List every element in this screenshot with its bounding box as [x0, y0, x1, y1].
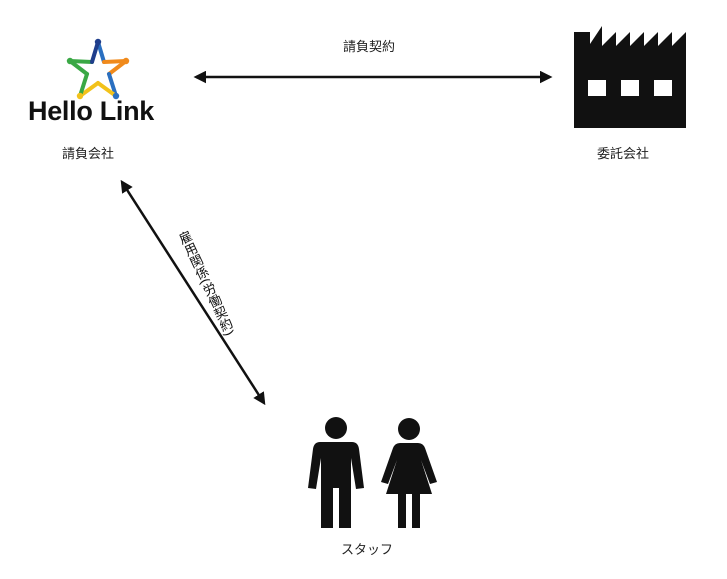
employment-label: 雇用関係(労働契約): [174, 229, 236, 339]
employment-arrow: [120, 179, 266, 406]
client-label: 委託会社: [597, 147, 650, 162]
contractor-label: 請負会社: [62, 147, 115, 162]
factory-icon: [574, 26, 686, 128]
contract-label: 請負契約: [343, 40, 396, 55]
woman-icon: [381, 418, 437, 528]
hello-link-logo-icon: [66, 38, 130, 100]
logo-text: Hello Link: [28, 96, 155, 126]
man-icon: [308, 417, 364, 528]
staff-label: スタッフ: [341, 543, 394, 558]
